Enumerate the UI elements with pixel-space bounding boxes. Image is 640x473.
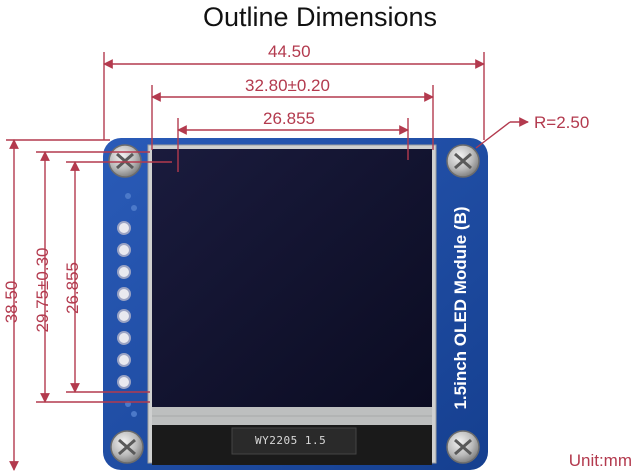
pin-hole (117, 287, 131, 301)
screw-bottom-left (110, 430, 144, 464)
dim-display-height-label: 26.855 (63, 262, 82, 314)
pin-hole (117, 243, 131, 257)
screw-top-right (446, 144, 480, 178)
driver-chip (231, 427, 357, 455)
oled-screen (152, 149, 432, 407)
diagram-title: Outline Dimensions (202, 2, 438, 32)
pin-hole (117, 331, 131, 345)
dim-line-radius-leader (475, 121, 511, 149)
unit-label: Unit:mm (568, 451, 632, 470)
pin-header (117, 221, 131, 389)
screw-top-left (108, 144, 142, 178)
dim-overall-width-label: 44.50 (268, 42, 311, 61)
dim-hole-width-label: 32.80±0.20 (245, 76, 330, 95)
pin-hole (117, 265, 131, 279)
dim-hole-height-label: 29.75±0.30 (33, 247, 52, 333)
screw-bottom-right (446, 430, 480, 464)
module-silkscreen-label: 1.5inch OLED Module (B) (451, 206, 470, 410)
pin-hole (117, 221, 131, 235)
chip-marking: WY2205 1.5 (255, 434, 327, 447)
dim-display-width-label: 26.855 (263, 109, 315, 128)
pin-hole (117, 309, 131, 323)
pin-hole (117, 375, 131, 389)
dim-overall-height-label: 38.50 (2, 280, 21, 324)
pin-hole (117, 353, 131, 367)
dim-corner-radius-label: R=2.50 (534, 113, 590, 132)
